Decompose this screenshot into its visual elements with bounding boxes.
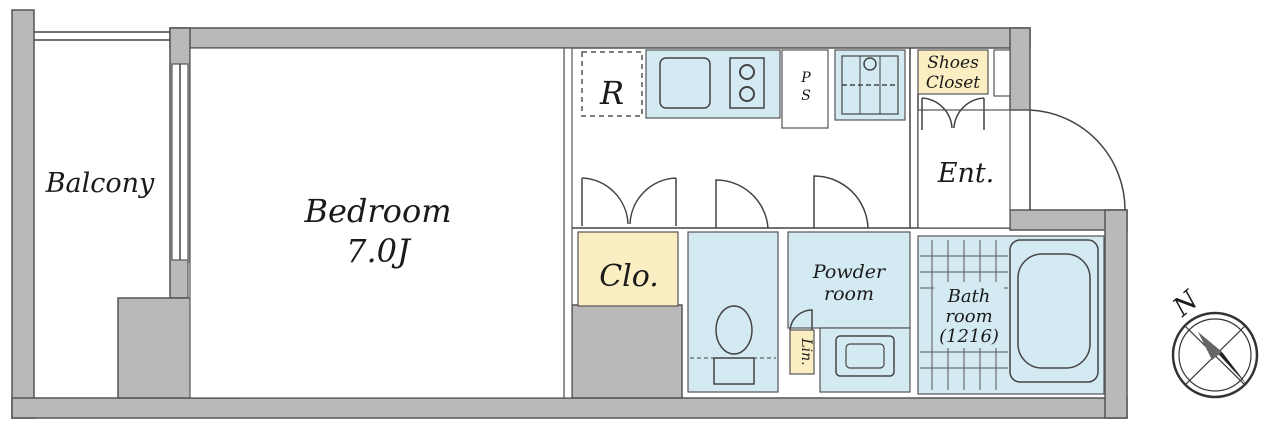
bathroom-size-label: (1216) xyxy=(939,326,999,347)
refrigerator-label: R xyxy=(599,74,624,112)
kitchen-counter xyxy=(645,49,781,119)
linen-label: Lin. xyxy=(798,337,814,365)
powder-room-label-top: Powder xyxy=(812,261,887,283)
bathroom xyxy=(917,235,1105,395)
toilet-room xyxy=(687,179,779,393)
north-compass-icon: N xyxy=(1167,284,1259,399)
closet-area xyxy=(577,231,679,307)
bedroom-label: Bedroom xyxy=(303,192,451,230)
bedroom-area xyxy=(189,47,565,399)
refrigerator-space xyxy=(581,51,643,117)
closet-label: Clo. xyxy=(599,259,659,294)
bathroom-label-top: Bath xyxy=(947,286,991,307)
shoes-closet-label-top: Shoes xyxy=(927,53,979,73)
bedroom-size-label: 7.0J xyxy=(346,232,412,270)
shoes-closet-label-bottom: Closet xyxy=(926,73,980,93)
pipe-space-label-top: P xyxy=(800,70,811,86)
entrance-area xyxy=(917,109,1011,229)
entrance-door xyxy=(1029,109,1126,211)
powder-room xyxy=(787,175,911,393)
shoes-closet-doors xyxy=(921,97,985,130)
pipe-space-label-bottom: S xyxy=(801,88,811,104)
washer-space xyxy=(834,49,906,121)
shoes-closet xyxy=(917,49,989,95)
powder-room-label-bottom: room xyxy=(824,283,874,305)
bathroom-label-middle: room xyxy=(945,306,992,327)
entrance-label: Ent. xyxy=(937,158,995,189)
balcony-label: Balcony xyxy=(45,168,155,199)
closet-doors xyxy=(581,177,677,226)
pipe-space xyxy=(781,49,829,129)
linen-closet xyxy=(789,329,815,375)
